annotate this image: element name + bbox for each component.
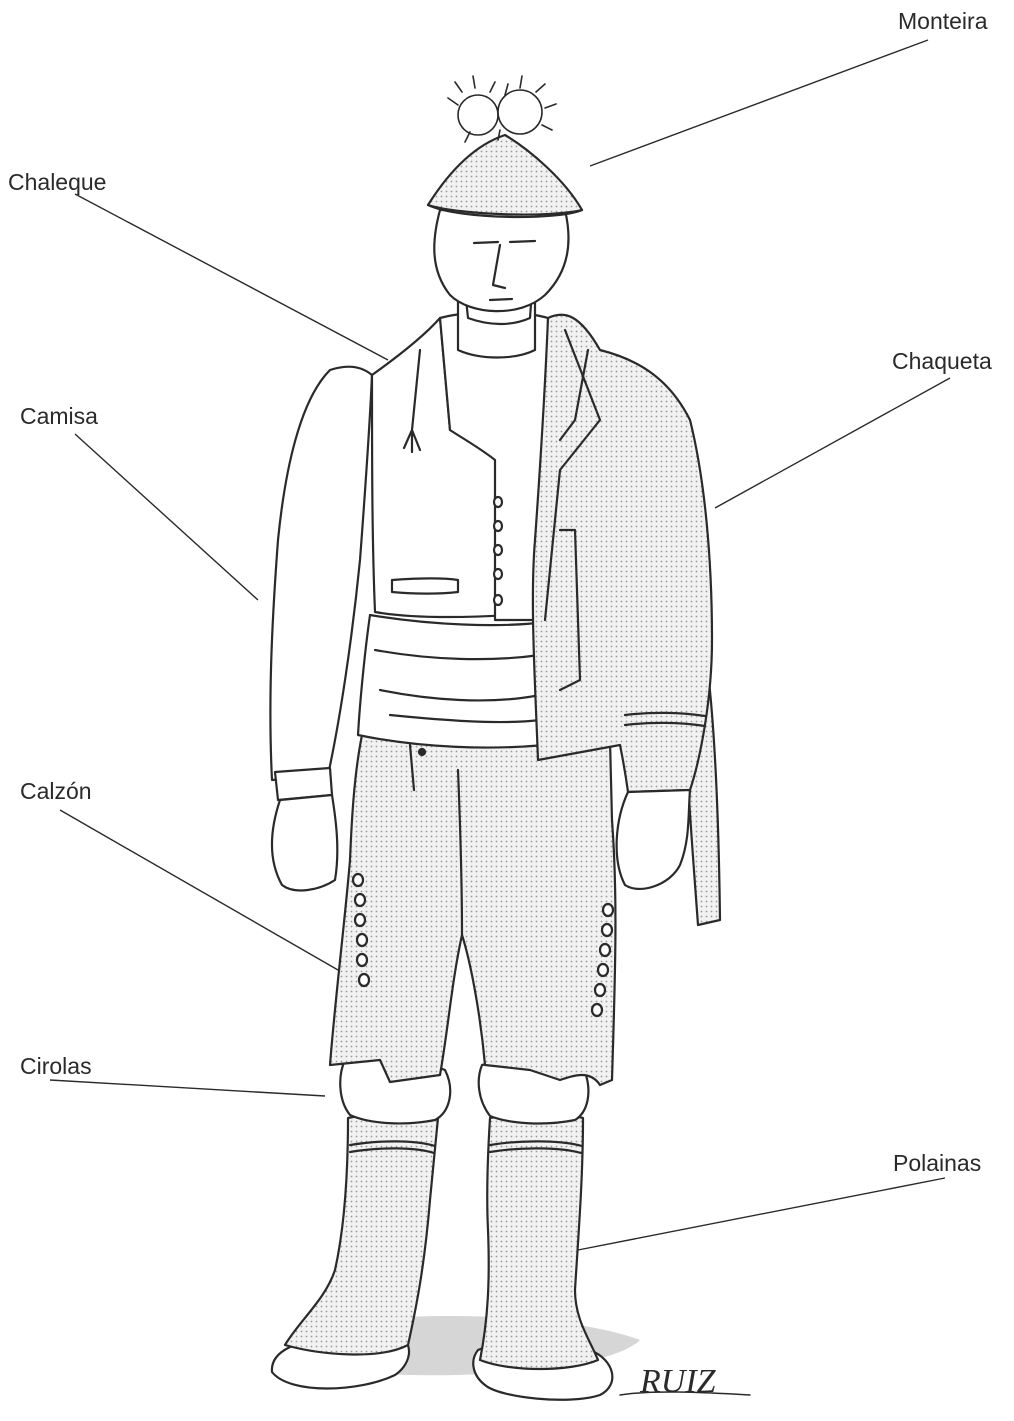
leader-chaqueta bbox=[715, 378, 950, 508]
leader-monteira bbox=[590, 40, 928, 166]
sash bbox=[358, 615, 545, 748]
right-hand bbox=[617, 790, 690, 889]
label-monteira: Monteira bbox=[898, 10, 987, 33]
hat bbox=[428, 135, 582, 217]
label-cirolas: Cirolas bbox=[20, 1055, 92, 1078]
hat-pompom bbox=[448, 76, 556, 142]
head bbox=[434, 210, 568, 311]
leader-camisa bbox=[75, 434, 258, 600]
label-camisa: Camisa bbox=[20, 405, 98, 428]
left-hand bbox=[272, 795, 337, 890]
label-calzon: Calzón bbox=[20, 780, 92, 803]
leader-polainas bbox=[578, 1178, 945, 1250]
artist-signature: RUIZ bbox=[639, 1363, 717, 1400]
leader-chaleque bbox=[75, 194, 388, 360]
shirt-sleeve bbox=[270, 367, 372, 780]
label-chaleque: Chaleque bbox=[8, 171, 106, 194]
label-chaqueta: Chaqueta bbox=[892, 350, 992, 373]
jacket bbox=[533, 315, 712, 792]
breeches bbox=[330, 735, 615, 1085]
leader-cirolas bbox=[50, 1080, 325, 1096]
label-polainas: Polainas bbox=[893, 1152, 981, 1175]
